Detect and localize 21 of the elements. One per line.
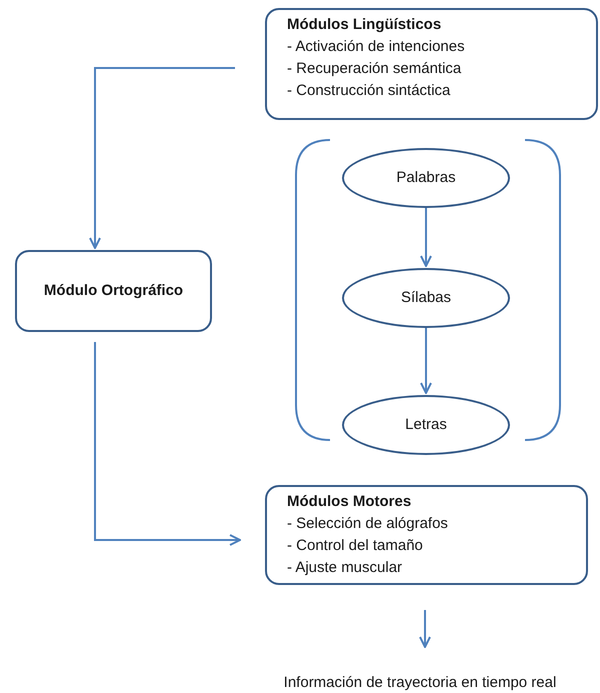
module-title: Módulo Ortográfico bbox=[44, 280, 184, 301]
output-text: Información de trayectoria en tiempo real bbox=[284, 673, 556, 692]
list-item: - Control del tamaño bbox=[287, 536, 424, 556]
module-title: Módulos Motores bbox=[287, 492, 412, 512]
list-item: - Recuperación semántica bbox=[287, 59, 462, 79]
unit-label: Palabras bbox=[396, 168, 456, 188]
list-item: - Selección de alógrafos bbox=[287, 514, 449, 534]
arrow bbox=[94, 342, 241, 546]
module-box bbox=[15, 250, 212, 332]
module-box bbox=[265, 8, 598, 120]
unit-label: Sílabas bbox=[400, 288, 452, 308]
list-item: - Ajuste muscular bbox=[287, 558, 404, 578]
module-title: Módulos Lingüísticos bbox=[287, 15, 442, 35]
arrow bbox=[89, 67, 235, 249]
arrow bbox=[420, 328, 432, 394]
unit-label: Letras bbox=[405, 414, 447, 435]
arrow bbox=[419, 610, 431, 648]
list-item: - Construcción sintáctica bbox=[287, 81, 452, 101]
module-box bbox=[265, 485, 588, 585]
arrow bbox=[420, 208, 432, 267]
list-item: - Activación de intenciones bbox=[287, 37, 466, 57]
